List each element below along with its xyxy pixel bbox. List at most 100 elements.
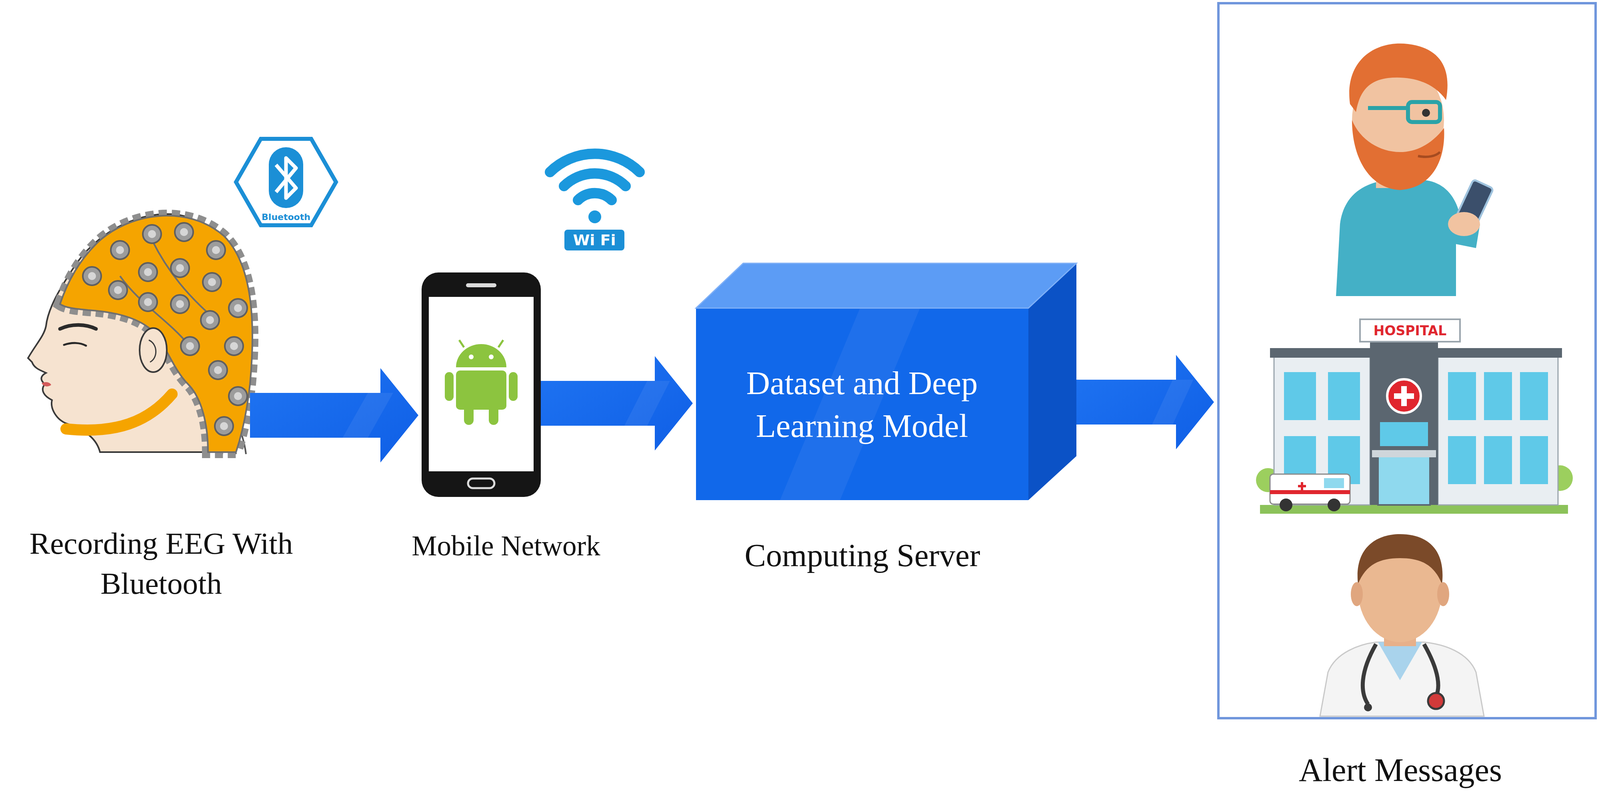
- server-box: [696, 263, 1077, 308]
- hospital-building: [1360, 319, 1460, 342]
- person-with-phone: [1418, 152, 1440, 157]
- hospital-building: [1270, 490, 1350, 494]
- eeg-head: [148, 340, 156, 362]
- hospital-building: [1394, 386, 1414, 406]
- block-arrow: [250, 368, 419, 463]
- person-with-phone: [1448, 212, 1480, 236]
- smartphone: [421, 272, 541, 497]
- hospital-building: [1370, 334, 1438, 505]
- smartphone: [444, 372, 454, 401]
- eeg-head: [202, 272, 222, 292]
- server-box: [1028, 263, 1077, 500]
- hospital-sign-text: HOSPITAL: [1373, 324, 1447, 338]
- hospital-building: [1520, 372, 1548, 420]
- doctor: [1357, 534, 1443, 584]
- hospital-building: [1438, 356, 1558, 505]
- smartphone: [468, 354, 474, 360]
- person-with-phone: [1422, 108, 1430, 117]
- node-caption: Recording EEG With Bluetooth: [0, 523, 326, 604]
- hospital-building: [1284, 372, 1316, 420]
- smartphone: [466, 283, 497, 288]
- eeg-head: [180, 336, 200, 356]
- hospital-building: [1448, 436, 1476, 484]
- mobile-network-node: Mobile Network: [421, 272, 541, 497]
- wifi-icon: [550, 153, 640, 251]
- node-caption: Mobile Network: [366, 527, 646, 564]
- wifi-text: Wi Fi: [572, 232, 616, 248]
- bluetooth-text: Bluetooth: [261, 212, 311, 222]
- eeg-head: [142, 224, 162, 244]
- hospital-building: [1328, 372, 1360, 420]
- smartphone: [428, 296, 534, 472]
- hospital-building: [1270, 474, 1350, 504]
- server-box: [696, 308, 1029, 500]
- hospital-building: [1327, 498, 1341, 512]
- person-with-phone: [1336, 43, 1494, 296]
- eeg-recording-node: Recording EEG With Bluetooth: [20, 202, 250, 452]
- smartphone: [456, 370, 507, 410]
- box-text: Dataset and Deep Learning Model: [718, 362, 1006, 448]
- arrow-sheen: [1152, 379, 1194, 425]
- hospital-building: [1520, 436, 1548, 484]
- person-with-phone: [1408, 102, 1440, 122]
- arrow-sheen: [342, 392, 394, 438]
- eeg-head: [66, 394, 172, 430]
- smartphone: [488, 404, 499, 425]
- block-arrow: [540, 356, 693, 451]
- doctor: [1350, 582, 1363, 606]
- server-box: [696, 263, 1077, 308]
- eeg-head: [60, 215, 253, 452]
- smartphone: [508, 372, 518, 401]
- bluetooth-icon: [236, 138, 336, 226]
- hospital-building: [1387, 379, 1421, 413]
- wifi-icon: [588, 210, 602, 224]
- eeg-head: [82, 266, 102, 286]
- person-with-phone: [1336, 180, 1480, 296]
- hospital-building: [1279, 498, 1293, 512]
- hospital-building: [1380, 422, 1428, 446]
- doctor: [1378, 642, 1422, 680]
- eeg-head: [108, 280, 128, 300]
- bluetooth-icon: [268, 147, 304, 208]
- eeg-head: [138, 292, 158, 312]
- eeg-head: [60, 324, 96, 329]
- wifi-icon: [578, 193, 612, 200]
- eeg-head: [64, 342, 86, 346]
- hospital-building: [1484, 436, 1512, 484]
- eeg-head: [138, 262, 158, 282]
- person-with-phone: [1368, 106, 1408, 110]
- hospital-building: [1484, 372, 1512, 420]
- eeg-head: [228, 298, 248, 318]
- server-box: [696, 263, 1077, 500]
- eeg-head: [214, 416, 234, 436]
- eeg-head: [170, 294, 190, 314]
- bluetooth-icon: [276, 158, 296, 198]
- alert-panel: Alert Messages: [1217, 2, 1597, 720]
- eeg-head: [200, 310, 220, 330]
- hospital-building: [1448, 372, 1476, 420]
- doctor: [1428, 692, 1444, 709]
- eeg-head: [110, 240, 130, 260]
- eeg-head: [139, 328, 167, 372]
- smartphone: [464, 404, 474, 425]
- eeg-head: [41, 382, 52, 387]
- server-box: [780, 308, 920, 500]
- smartphone: [468, 478, 495, 488]
- block-arrow: [1076, 354, 1214, 450]
- hospital-building: [1378, 456, 1430, 505]
- eeg-head: [28, 214, 253, 454]
- bluetooth-icon: [236, 138, 336, 226]
- hospital-building: [1298, 482, 1306, 490]
- hospital-building: [1372, 450, 1436, 458]
- hospital-building: [1260, 504, 1568, 514]
- smartphone: [459, 340, 504, 348]
- eeg-head: [174, 222, 194, 242]
- wifi-icon: [564, 173, 626, 186]
- eeg-head: [60, 215, 253, 452]
- person-with-phone: [1352, 120, 1444, 190]
- hospital-building: [1270, 348, 1374, 358]
- node-caption: Computing Server: [682, 534, 1043, 576]
- computing-server-node: Dataset and Deep Learning ModelComputing…: [696, 263, 1077, 500]
